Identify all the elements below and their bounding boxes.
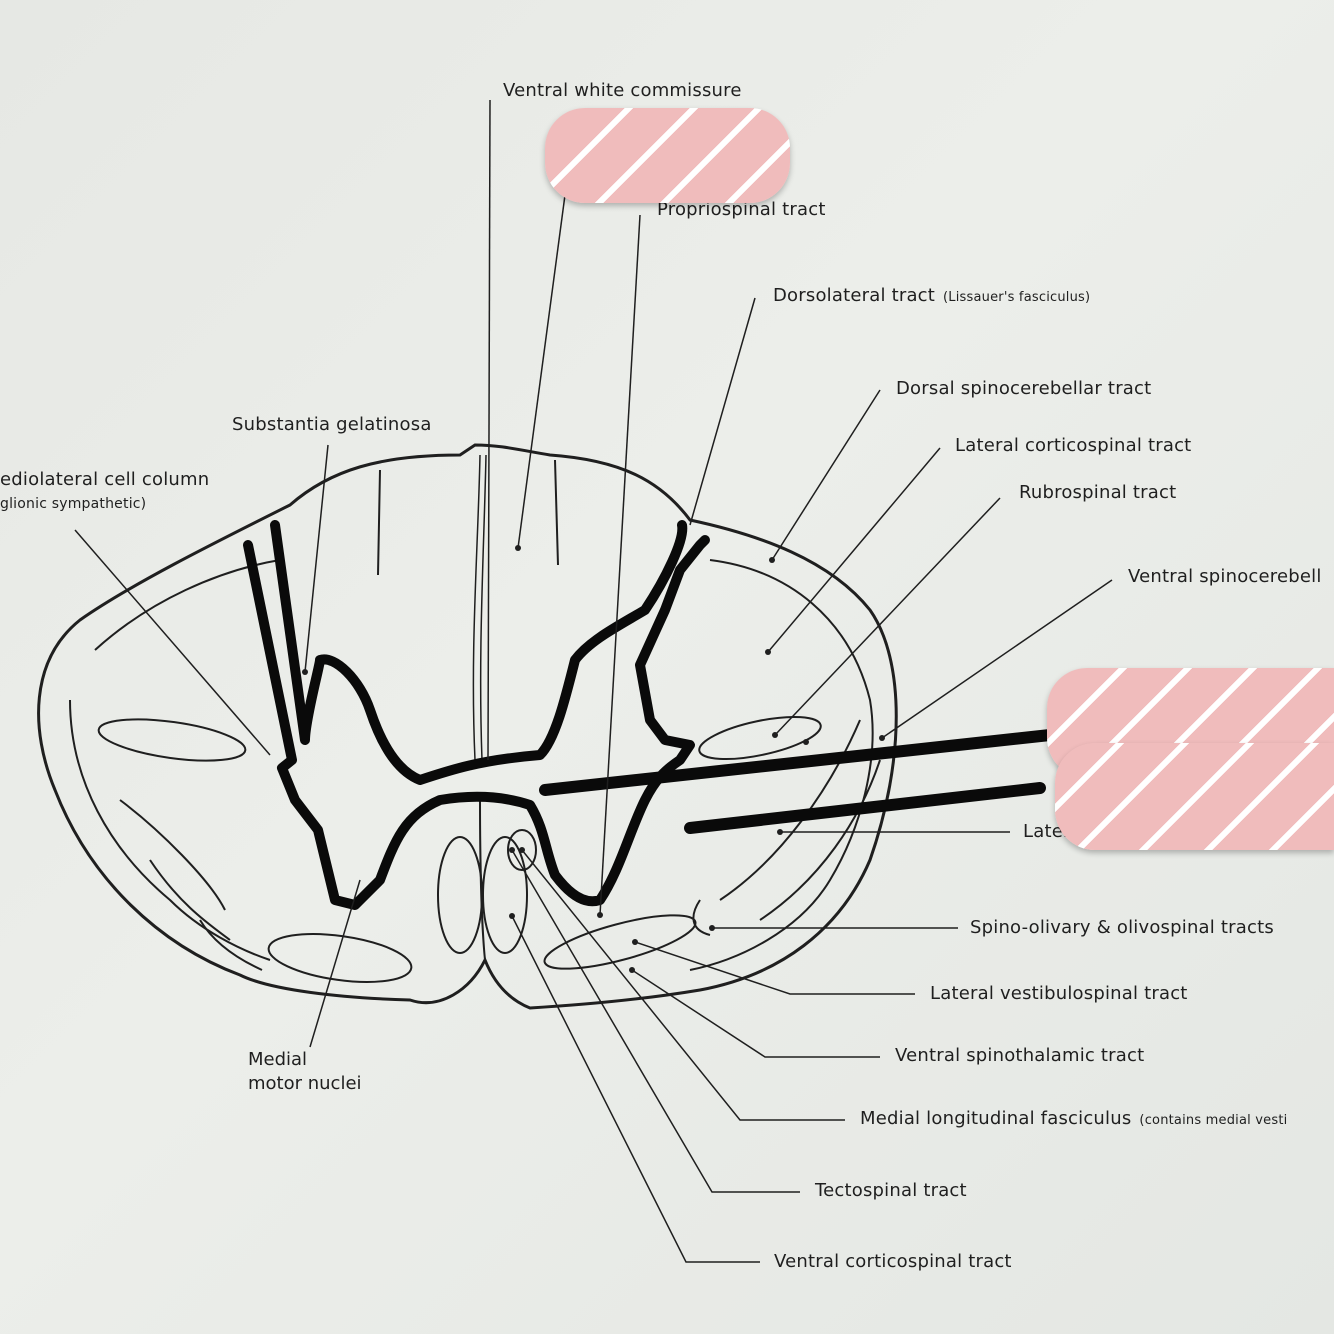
label-mlf-main: Medial longitudinal fasciculus bbox=[860, 1108, 1132, 1129]
dot-tecto bbox=[509, 847, 515, 853]
label-dorsolateral-main: Dorsolateral tract bbox=[773, 285, 936, 306]
leader-ventral-white-commissure bbox=[487, 99, 491, 761]
leader-lateral-vestibulospinal bbox=[634, 941, 915, 995]
label-ventral-spinocerebellar: Ventral spinocerebell bbox=[1128, 566, 1322, 587]
label-lateral-vestibulospinal: Lateral vestibulospinal tract bbox=[930, 983, 1188, 1004]
gray-matter-outline bbox=[243, 520, 710, 910]
label-rubrospinal: Rubrospinal tract bbox=[1019, 482, 1177, 503]
dot-mlf bbox=[519, 847, 525, 853]
small-ellipse bbox=[507, 829, 537, 871]
dot-lateral-cs bbox=[765, 649, 771, 655]
leader-lateral-corticospinal bbox=[767, 447, 941, 653]
label-dorsolateral-sub: (Lissauer's fasciculus) bbox=[943, 290, 1091, 305]
leader-proprio-2 bbox=[599, 214, 641, 916]
median-fissure bbox=[472, 454, 487, 761]
marker-bar-2 bbox=[684, 782, 1046, 834]
left-ventral-lobes bbox=[119, 799, 263, 971]
label-intermediolateral: ediolateral cell column bbox=[0, 469, 210, 490]
leader-mlf bbox=[521, 849, 845, 1121]
label-medial-motor-2: motor nuclei bbox=[248, 1073, 362, 1094]
label-propriospinal-tract: Propriospinal tract bbox=[657, 199, 826, 220]
dot-spinothal bbox=[629, 967, 635, 973]
dot-dorsal-spino bbox=[769, 557, 775, 563]
left-inner-contour bbox=[69, 559, 281, 961]
right-ventral-ellipse bbox=[543, 914, 697, 970]
leader-substantia-gelatinosa bbox=[304, 444, 329, 673]
leader-rubrospinal bbox=[774, 497, 1001, 736]
label-intermediolateral-sub: glionic sympathetic) bbox=[0, 496, 147, 512]
label-ventral-corticospinal: Ventral corticospinal tract bbox=[774, 1251, 1012, 1272]
left-lateral-ellipse bbox=[97, 718, 247, 762]
dorsal-septa bbox=[377, 459, 559, 576]
dot-rubro-2 bbox=[803, 739, 809, 745]
leader-lines bbox=[74, 99, 1113, 1263]
dot-gelatinosa bbox=[302, 669, 308, 675]
tract-dots bbox=[302, 545, 885, 973]
label-spino-olivary: Spino-olivary & olivospinal tracts bbox=[970, 917, 1274, 938]
label-ventral-spinothalamic: Ventral spinothalamic tract bbox=[895, 1045, 1145, 1066]
dot-commissure bbox=[515, 545, 521, 551]
leader-ventral-corticospinal bbox=[511, 915, 760, 1263]
redaction-overlay-top bbox=[545, 108, 790, 203]
right-mlf-ellipse bbox=[482, 836, 528, 954]
leader-intermediolateral bbox=[74, 529, 271, 756]
leader-proprio-1 bbox=[517, 194, 566, 549]
label-mlf-sub: (contains medial vesti bbox=[1139, 1113, 1288, 1128]
right-lateral-ellipse bbox=[698, 715, 822, 761]
label-medial-longitudinal: Medial longitudinal fasciculus (contains … bbox=[860, 1108, 1287, 1129]
label-medial-motor-1: Medial bbox=[248, 1049, 308, 1070]
leader-ventral-spinocerebellar bbox=[881, 579, 1113, 739]
leader-dorsolateral bbox=[689, 297, 756, 526]
dot-ventral-spino bbox=[879, 735, 885, 741]
leader-ventral-spinothalamic bbox=[631, 969, 880, 1058]
leader-dorsal-spinocerebellar bbox=[771, 389, 881, 561]
label-medial-motor-nuclei: Medial motor nuclei bbox=[248, 1048, 362, 1096]
label-tectospinal: Tectospinal tract bbox=[815, 1180, 967, 1201]
dot-proprio bbox=[597, 912, 603, 918]
label-dorsal-spinocerebellar: Dorsal spinocerebellar tract bbox=[896, 378, 1152, 399]
dot-vestibulo bbox=[632, 939, 638, 945]
leader-tectospinal bbox=[511, 849, 800, 1193]
left-ventral-ellipse bbox=[267, 933, 413, 983]
label-substantia-gelatinosa: Substantia gelatinosa bbox=[232, 414, 432, 435]
label-dorsolateral-tract: Dorsolateral tract (Lissauer's fasciculus… bbox=[773, 285, 1090, 306]
dot-ventral-cs bbox=[509, 913, 515, 919]
label-lateral-corticospinal: Lateral corticospinal tract bbox=[955, 435, 1192, 456]
leader-medial-motor bbox=[309, 879, 361, 1048]
redaction-overlay-right-2 bbox=[1055, 743, 1334, 850]
dot-rubro bbox=[772, 732, 778, 738]
cord-outline bbox=[37, 443, 898, 1010]
right-inner-contour bbox=[689, 559, 874, 971]
left-mlf-ellipse bbox=[437, 836, 483, 954]
dot-spino-olivary bbox=[709, 925, 715, 931]
marker-bar-1 bbox=[539, 729, 1056, 796]
dot-latera bbox=[777, 829, 783, 835]
label-ventral-white-commissure: Ventral white commissure bbox=[503, 80, 742, 101]
